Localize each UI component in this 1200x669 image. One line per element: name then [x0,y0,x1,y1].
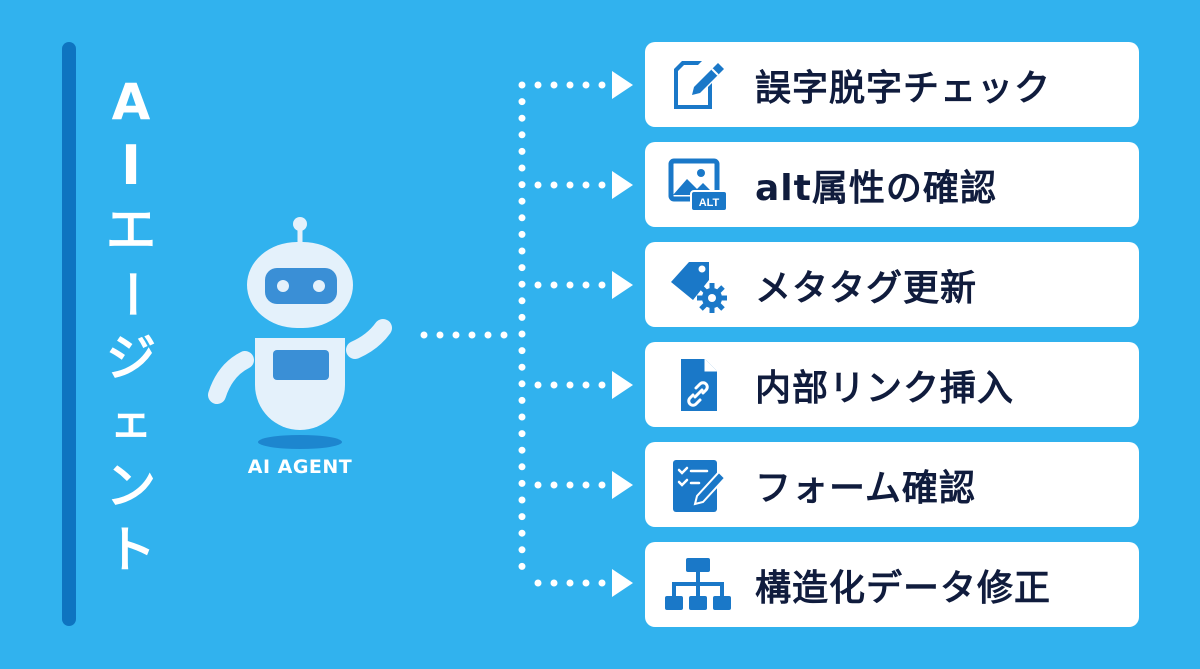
task-label: メタタグ更新 [755,267,978,309]
title-char: I [120,134,142,197]
file-link-icon [663,355,733,415]
robot-icon [208,217,392,449]
edit-document-icon [663,55,733,115]
task-card-internal-link[interactable]: 内部リンク挿入 [645,342,1139,427]
task-label: 内部リンク挿入 [755,367,1015,409]
title-char: A [111,73,151,131]
vertical-title: A I エ ー ジ ェ ン ト [96,70,166,610]
task-card-form-check[interactable]: フォーム確認 [645,442,1139,527]
robot-label: AI AGENT [247,456,353,478]
image-alt-icon: ALT [663,155,733,215]
task-card-alt-check[interactable]: ALT alt属性の確認 [645,142,1139,227]
task-label: フォーム確認 [755,467,976,509]
task-label: alt属性の確認 [755,167,997,209]
checklist-pen-icon [663,455,733,515]
accent-bar [62,42,76,626]
title-char: ン [106,457,156,515]
sitemap-hierarchy-icon [663,555,733,615]
title-char: ェ [109,397,152,446]
svg-text:ALT: ALT [699,197,720,209]
tag-gear-icon [663,255,733,315]
task-card-meta-tag-update[interactable]: メタタグ更新 [645,242,1139,327]
title-char: ト [106,521,156,579]
task-label: 構造化データ修正 [755,567,1052,609]
task-card-typo-check[interactable]: 誤字脱字チェック [645,42,1139,127]
title-char: ジ [106,329,156,387]
task-label: 誤字脱字チェック [755,67,1052,109]
title-char: エ [106,201,156,259]
task-card-structured-data[interactable]: 構造化データ修正 [645,542,1139,627]
